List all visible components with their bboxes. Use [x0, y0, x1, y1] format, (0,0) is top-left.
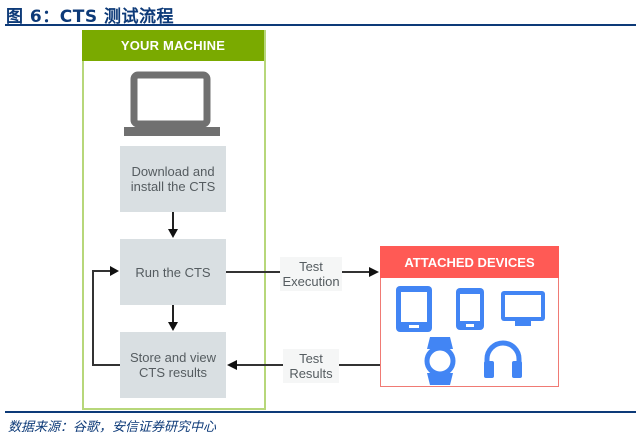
watch-icon — [424, 337, 456, 385]
laptop-icon — [124, 71, 220, 136]
arrow-test-execution — [226, 267, 379, 277]
figure-title: 图 6：CTS 测试流程 — [6, 7, 174, 27]
label-test-results: Test Results — [283, 349, 339, 383]
step-run-cts: Run the CTS — [120, 239, 226, 305]
arrow-loop-store-to-run — [92, 266, 120, 366]
figure-source: 数据来源：谷歌，安信证券研究中心 — [8, 420, 217, 435]
step-download-install: Download and install the CTS — [120, 146, 226, 212]
step-store-results: Store and view CTS results — [120, 332, 226, 398]
your-machine-header: YOUR MACHINE — [82, 30, 264, 61]
arrow-run-to-store — [168, 305, 178, 331]
bottom-rule — [5, 411, 636, 413]
top-rule — [5, 24, 636, 26]
phone-icon — [456, 288, 484, 330]
attached-devices-header: ATTACHED DEVICES — [380, 246, 559, 278]
label-test-execution: Test Execution — [280, 257, 342, 291]
headphones-icon — [484, 340, 522, 378]
arrow-test-results — [227, 360, 380, 370]
tablet-icon — [396, 286, 432, 332]
arrow-download-to-run — [168, 212, 178, 238]
monitor-icon — [501, 291, 545, 326]
